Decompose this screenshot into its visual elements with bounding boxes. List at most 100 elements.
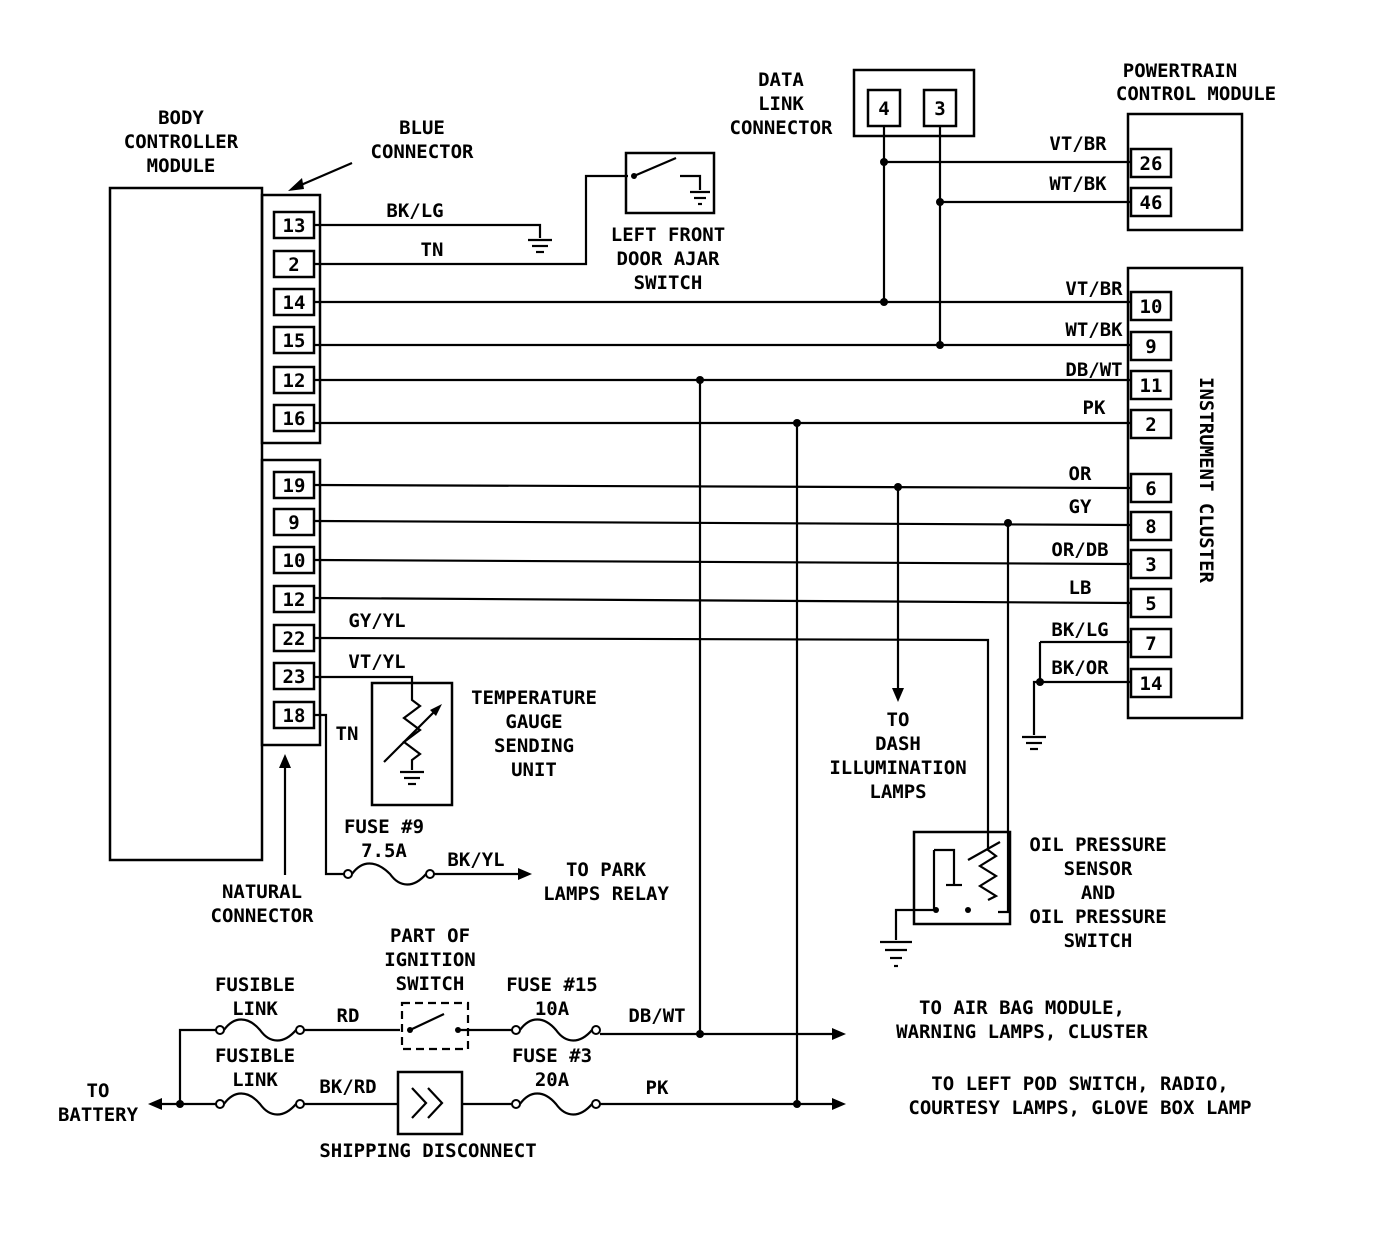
- temp-gauge-title-4: UNIT: [511, 759, 557, 781]
- svg-text:11: 11: [1140, 375, 1163, 397]
- oil-sensor-title-5: SWITCH: [1064, 930, 1133, 952]
- airbag-title-1: TO AIR BAG MODULE,: [919, 997, 1125, 1019]
- blue-pin-15: 15: [272, 325, 316, 355]
- natural-pin-9: 9: [272, 507, 316, 537]
- blue-connector-title-1: BLUE: [399, 117, 445, 139]
- instrument-cluster: 10 9 11 2 6 8 3 5 7 14 INSTRUMENT CLUSTE…: [1126, 266, 1244, 720]
- fusible-link1-title-1: FUSIBLE: [215, 974, 295, 996]
- ignition-title-3: SWITCH: [396, 973, 465, 995]
- dlc-title-3: CONNECTOR: [730, 117, 834, 139]
- cluster-pin-11: 11: [1129, 369, 1173, 401]
- dlc-pin-3: 3: [934, 98, 945, 120]
- temp-gauge-title-2: GAUGE: [505, 711, 562, 733]
- label-wt-bk: WT/BK: [1065, 319, 1123, 341]
- cluster-pin-6: 6: [1129, 472, 1173, 504]
- label-gy-yl: GY/YL: [348, 610, 405, 632]
- dash-title-3: ILLUMINATION: [829, 757, 966, 779]
- svg-text:5: 5: [1145, 593, 1156, 615]
- label-bk-or: BK/OR: [1051, 657, 1109, 679]
- ignition-title-2: IGNITION: [384, 949, 476, 971]
- cluster-pin-9: 9: [1129, 330, 1173, 362]
- dlc-title-2: LINK: [758, 93, 804, 115]
- powertrain-control-module: 26 46 POWERTRAIN CONTROL MODULE VT/BR WT…: [1049, 60, 1276, 232]
- wire-labels: BK/LG TN VT/BR WT/BK DB/WT PK OR GY OR/D…: [319, 200, 1123, 1099]
- label-db-wt: DB/WT: [1065, 359, 1122, 381]
- label-bk-yl: BK/YL: [447, 849, 504, 871]
- fuse15-title-2: 10A: [535, 998, 570, 1020]
- label-gy: GY: [1069, 496, 1092, 518]
- battery-title-2: BATTERY: [58, 1104, 139, 1126]
- blue-pin-12: 12: [272, 365, 316, 395]
- dash-title-2: DASH: [875, 733, 921, 755]
- svg-text:14: 14: [283, 292, 306, 314]
- blue-connector: BLUE CONNECTOR 13 2 14 15 12 16: [260, 117, 475, 445]
- svg-text:2: 2: [288, 254, 299, 276]
- bcm-title-2: CONTROLLER: [124, 131, 239, 153]
- temp-gauge-title-1: TEMPERATURE: [471, 687, 597, 709]
- door-switch-title-1: LEFT FRONT: [611, 224, 725, 246]
- pcm-wire-wt-bk: WT/BK: [1049, 173, 1107, 195]
- fuse3-title-2: 20A: [535, 1069, 570, 1091]
- svg-text:19: 19: [283, 475, 306, 497]
- label-or: OR: [1069, 463, 1092, 485]
- fusible-link2-title-2: LINK: [232, 1069, 278, 1091]
- svg-text:10: 10: [1140, 296, 1163, 318]
- label-pk-2: PK: [646, 1077, 669, 1099]
- temp-gauge-title-3: SENDING: [494, 735, 574, 757]
- svg-text:15: 15: [283, 330, 306, 352]
- cluster-pin-3: 3: [1129, 548, 1173, 580]
- blue-connector-title-2: CONNECTOR: [371, 141, 475, 163]
- dash-title-1: TO: [887, 709, 910, 731]
- natural-pin-18: 18: [272, 700, 316, 730]
- svg-text:13: 13: [283, 215, 306, 237]
- oil-sensor-title-1: OIL PRESSURE: [1029, 834, 1166, 856]
- label-tn: TN: [421, 239, 444, 261]
- bcm-title-3: MODULE: [147, 155, 216, 177]
- door-ajar-switch: LEFT FRONT DOOR AJAR SWITCH: [611, 151, 725, 294]
- ignition-title-1: PART OF: [390, 925, 470, 947]
- pcm-title-1: POWERTRAIN: [1123, 60, 1237, 82]
- fuse9-title-1: FUSE #9: [344, 816, 424, 838]
- temperature-gauge-sending-unit: TEMPERATURE GAUGE SENDING UNIT: [370, 681, 597, 807]
- blue-pin-13: 13: [272, 210, 316, 240]
- door-switch-title-2: DOOR AJAR: [617, 248, 721, 270]
- blue-pin-14: 14: [272, 287, 316, 317]
- label-rd: RD: [337, 1005, 360, 1027]
- oil-sensor-title-4: OIL PRESSURE: [1029, 906, 1166, 928]
- natural-connector-title-2: CONNECTOR: [211, 905, 315, 927]
- battery-title-1: TO: [87, 1080, 110, 1102]
- dlc-title-1: DATA: [758, 69, 804, 91]
- cluster-title: INSTRUMENT CLUSTER: [1195, 377, 1217, 583]
- label-lb: LB: [1069, 577, 1092, 599]
- svg-text:9: 9: [1145, 336, 1156, 358]
- body-controller-module: BODY CONTROLLER MODULE: [108, 107, 264, 862]
- svg-text:3: 3: [1145, 554, 1156, 576]
- svg-text:6: 6: [1145, 478, 1156, 500]
- park-relay-title-2: LAMPS RELAY: [543, 883, 669, 905]
- airbag-title-2: WARNING LAMPS, CLUSTER: [896, 1021, 1148, 1043]
- fusible-link2-title-1: FUSIBLE: [215, 1045, 295, 1067]
- oil-pressure-sensor: OIL PRESSURE SENSOR AND OIL PRESSURE SWI…: [880, 830, 1167, 968]
- shipping-disconnect-title: SHIPPING DISCONNECT: [319, 1140, 536, 1162]
- label-bk-rd: BK/RD: [319, 1076, 376, 1098]
- label-tn-2: TN: [336, 723, 359, 745]
- oil-sensor-title-2: SENSOR: [1064, 858, 1133, 880]
- pcm-title-2: CONTROL MODULE: [1116, 83, 1276, 105]
- label-bk-lg-2: BK/LG: [1051, 619, 1108, 641]
- natural-pin-22: 22: [272, 623, 316, 653]
- pcm-wire-vt-br: VT/BR: [1049, 133, 1107, 155]
- dash-illumination: TO DASH ILLUMINATION LAMPS: [829, 709, 966, 803]
- door-switch-title-3: SWITCH: [634, 272, 703, 294]
- pod-title-2: COURTESY LAMPS, GLOVE BOX LAMP: [908, 1097, 1251, 1119]
- pcm-pin-26: 26: [1140, 153, 1163, 175]
- svg-text:9: 9: [288, 512, 299, 534]
- fuse-9: FUSE #9 7.5A TO PARK LAMPS RELAY: [343, 816, 669, 905]
- natural-pin-23: 23: [272, 661, 316, 691]
- wires: [313, 126, 1132, 1104]
- svg-text:16: 16: [283, 408, 306, 430]
- natural-connector-title-1: NATURAL: [222, 881, 302, 903]
- dash-title-4: LAMPS: [869, 781, 926, 803]
- label-or-db: OR/DB: [1051, 539, 1108, 561]
- cluster-pin-14: 14: [1129, 667, 1173, 699]
- fuse15-title-1: FUSE #15: [506, 974, 598, 996]
